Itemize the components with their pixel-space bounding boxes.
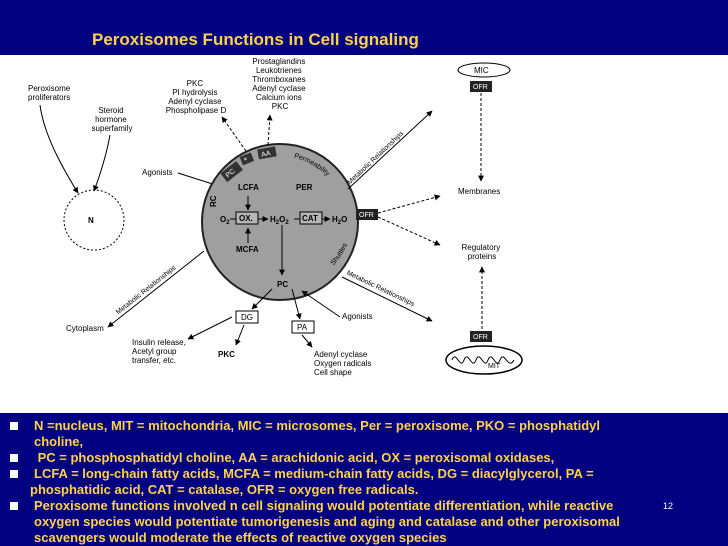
pc-to-pa-arrow (291, 288, 302, 320)
bullet-square (10, 454, 18, 462)
ofr-to-regulatory-arrow (377, 216, 441, 246)
aa-badge: AA (257, 146, 277, 160)
ox-label: OX. (239, 214, 253, 223)
h2o2-label: H2O2 (270, 215, 289, 226)
agonists-bottom-arrow (301, 290, 341, 318)
agonists-bottom-label: Agonists (342, 312, 373, 321)
cytoplasm-label: Cytoplasm (66, 324, 104, 333)
dg-to-pkc-arrow (235, 324, 245, 346)
metabolic-arrow-bottom-left (107, 250, 205, 328)
svg-text:*: * (243, 156, 249, 166)
metabolic-label-bottom-left: Metabolic Relationships (115, 264, 178, 316)
bullet-square (10, 502, 18, 510)
cat-box (299, 211, 323, 225)
ox-box (235, 211, 259, 225)
metabolic-arrow-top-right (347, 110, 433, 190)
adenyl-group-label: Adenyl cyclase Oxygen radicals Cell shap… (314, 350, 374, 377)
nucleus-circle (63, 189, 125, 251)
svg-text:PC: PC (225, 168, 237, 180)
mit-label: MIT (488, 363, 501, 370)
pkc-label: PKC (218, 350, 235, 359)
bullet-item: PC = phosphosphatidyl choline, AA = arac… (8, 450, 720, 466)
to-pkc-arrow (221, 116, 247, 152)
dg-box (235, 310, 259, 324)
steroid-to-nucleus-arrow (93, 134, 111, 192)
metabolic-arrow-bottom-right (341, 276, 433, 322)
mic-organelle (457, 62, 511, 78)
pc-label: PC (277, 280, 288, 289)
ofr-top-label: OFR (473, 84, 488, 91)
mic-label: MIC (474, 66, 489, 75)
pa-label: PA (297, 323, 308, 332)
h2o-label: H2O (332, 215, 347, 226)
mitochondrion-cristae (451, 356, 515, 364)
bullet-continuation: phosphatidic acid, CAT = catalase, OFR =… (30, 482, 419, 497)
ofr-mid-badge (356, 209, 378, 220)
proliferators-to-nucleus-arrow (39, 104, 79, 194)
slide-number: 12 (663, 501, 674, 511)
prostaglandins-group-label: Prostaglandins Leukotrienes Thromboxanes… (252, 57, 308, 111)
membranes-label: Membranes (458, 187, 500, 196)
bullet-list: N =nucleus, MIT = mitochondria, MIC = mi… (8, 418, 720, 546)
insulin-group-label: Insulin release, Acetyl group transfer, … (132, 338, 188, 365)
cat-label: CAT (302, 214, 318, 223)
nucleus-label: N (88, 216, 94, 225)
ofr-to-membranes-arrow (377, 194, 441, 214)
mitochondrion (445, 345, 523, 375)
slide-title: Peroxisomes Functions in Cell signaling (92, 30, 419, 49)
pa-box (291, 320, 315, 334)
regulatory-proteins-label: Regulatory proteins (462, 243, 503, 261)
bullet-item: LCFA = long-chain fatty acids, MCFA = me… (8, 466, 720, 482)
metabolic-label-bottom-right: Metabolic Relationships (345, 270, 415, 309)
peroxisome-body (201, 143, 359, 301)
bullet-square (10, 470, 18, 478)
lcfa-label: LCFA (238, 183, 259, 192)
pc-to-dg-arrow (251, 288, 273, 310)
peroxisome-proliferators-label: Peroxisome proliferators (28, 84, 72, 102)
rc-label: RC (209, 195, 218, 207)
metabolic-label-top-right: Metabolic Relationships (346, 130, 405, 186)
svg-text:AA: AA (261, 150, 272, 159)
pa-to-adenyl-arrow (301, 334, 313, 348)
ofr-bottom-badge (470, 331, 492, 342)
steroid-hormone-label: Steroid hormone superfamily (92, 106, 133, 133)
bullet-item: N =nucleus, MIT = mitochondria, MIC = mi… (8, 418, 720, 450)
o2-label: O2 (220, 215, 230, 226)
pc-badge: PC (220, 161, 243, 183)
mcfa-label: MCFA (236, 245, 259, 254)
bullet-square (10, 422, 18, 430)
peroxisome-diagram: Peroxisome proliferators Steroid hormone… (0, 55, 728, 413)
ofr-bottom-label: OFR (473, 334, 488, 341)
pkc-group-label: PKC PI hydrolysis Adenyl cyclase Phospho… (166, 79, 227, 115)
star-badge: * (239, 152, 255, 166)
dg-to-insulin-arrow (187, 316, 233, 340)
to-prostaglandins-arrow (266, 114, 273, 146)
dg-label: DG (241, 313, 253, 322)
ofr-mid-label: OFR (359, 212, 374, 219)
bullet-item: Peroxisome functions involved n cell sig… (8, 498, 720, 546)
agonists-top-label: Agonists (142, 168, 173, 177)
ofr-top-badge (470, 81, 492, 92)
per-label: PER (296, 183, 313, 192)
